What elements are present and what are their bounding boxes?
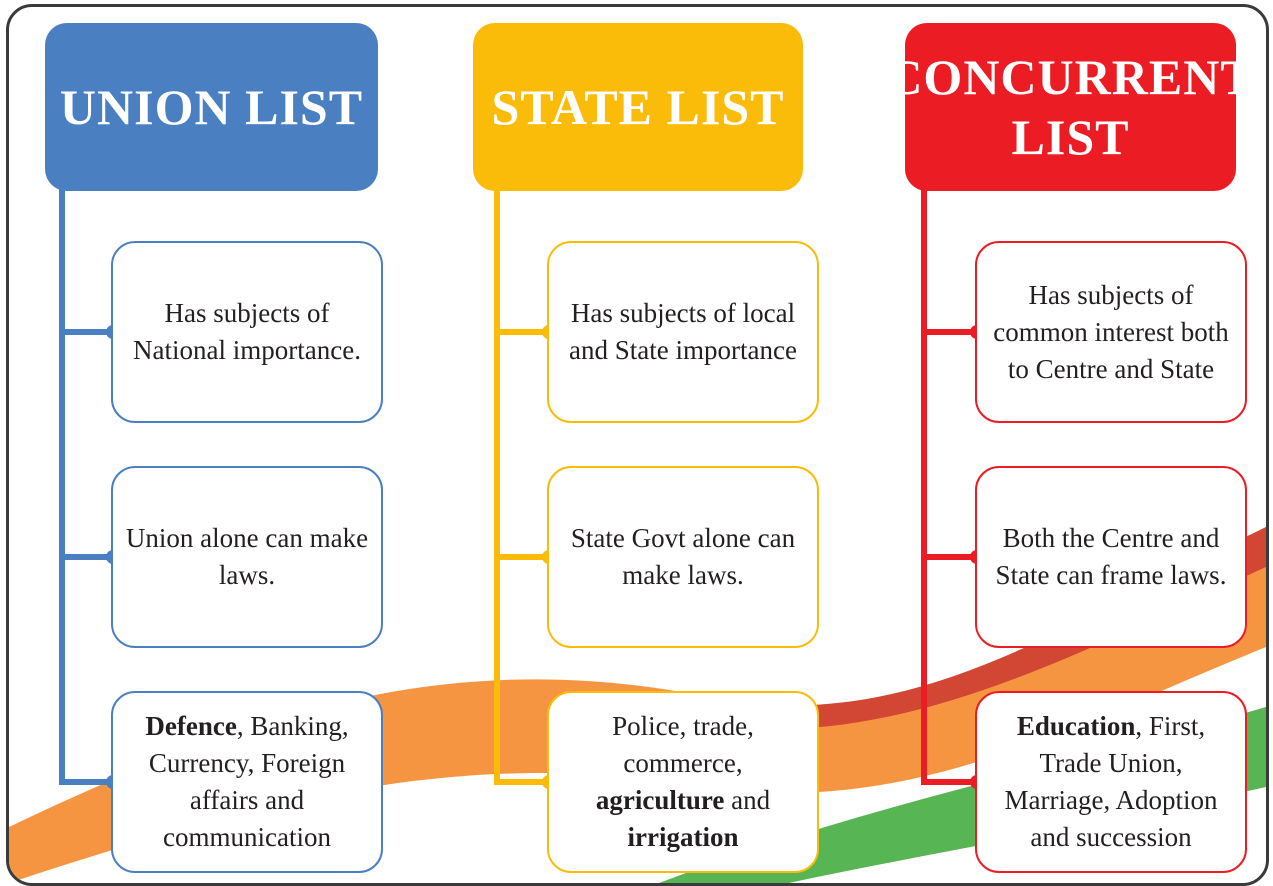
concurrent-card-3-rest: , First, Trade Union, Marriage, Adoption… <box>1004 711 1218 852</box>
state-branch-2 <box>494 554 548 560</box>
concurrent-branch-1 <box>921 329 977 335</box>
state-card-3-part2: and <box>724 785 771 815</box>
concurrent-branch-2 <box>921 554 977 560</box>
concurrent-connector-spine <box>921 185 927 785</box>
state-card-3-bold2: irrigation <box>627 822 739 852</box>
union-card-3-rest: , Banking, Currency, Foreign affairs and… <box>148 711 349 852</box>
union-branch-3 <box>59 779 113 785</box>
diagram-frame: UNION LIST Has subjects of National impo… <box>6 4 1269 886</box>
concurrent-list-title-line1: CONCURRENT <box>886 49 1255 105</box>
concurrent-branch-3 <box>921 779 977 785</box>
state-card-2-text: State Govt alone can make laws. <box>570 523 796 590</box>
union-card-3-bold: Defence <box>145 711 237 741</box>
concurrent-list-header: CONCURRENT LIST <box>886 23 1254 191</box>
state-card-3-text: Police, trade, commerce, agriculture and… <box>561 708 805 856</box>
union-branch-1 <box>59 329 113 335</box>
concurrent-list-title-line2: LIST <box>1011 109 1130 165</box>
union-card-2-text: Union alone can make laws. <box>125 523 369 590</box>
union-list-header: UNION LIST <box>45 23 378 191</box>
state-list-title: STATE LIST <box>491 79 785 135</box>
state-list-header: STATE LIST <box>473 23 803 191</box>
state-card-1-text: Has subjects of local and State importan… <box>569 298 797 365</box>
state-connector-spine <box>494 185 500 785</box>
state-card-3-part1: Police, trade, commerce, <box>612 711 754 778</box>
concurrent-card-3-text: Education, First, Trade Union, Marriage,… <box>989 708 1233 856</box>
concurrent-card-2: Both the Centre and State can frame laws… <box>975 466 1247 648</box>
state-card-2: State Govt alone can make laws. <box>547 466 819 648</box>
union-connector-spine <box>59 185 65 785</box>
state-card-1: Has subjects of local and State importan… <box>547 241 819 423</box>
state-branch-3 <box>494 779 548 785</box>
concurrent-card-3-bold: Education <box>1016 711 1136 741</box>
concurrent-card-1: Has subjects of common interest both to … <box>975 241 1247 423</box>
union-card-1: Has subjects of National importance. <box>111 241 383 423</box>
state-card-3: Police, trade, commerce, agriculture and… <box>547 691 819 873</box>
union-card-3: Defence, Banking, Currency, Foreign affa… <box>111 691 383 873</box>
union-card-2: Union alone can make laws. <box>111 466 383 648</box>
state-branch-1 <box>494 329 548 335</box>
union-card-1-text: Has subjects of National importance. <box>133 298 361 365</box>
union-list-title: UNION LIST <box>59 79 364 135</box>
union-card-3-text: Defence, Banking, Currency, Foreign affa… <box>125 708 369 856</box>
concurrent-card-3: Education, First, Trade Union, Marriage,… <box>975 691 1247 873</box>
concurrent-card-1-text: Has subjects of common interest both to … <box>993 279 1229 384</box>
state-card-3-bold1: agriculture <box>595 785 725 815</box>
union-branch-2 <box>59 554 113 560</box>
concurrent-card-2-text: Both the Centre and State can frame laws… <box>995 523 1227 590</box>
